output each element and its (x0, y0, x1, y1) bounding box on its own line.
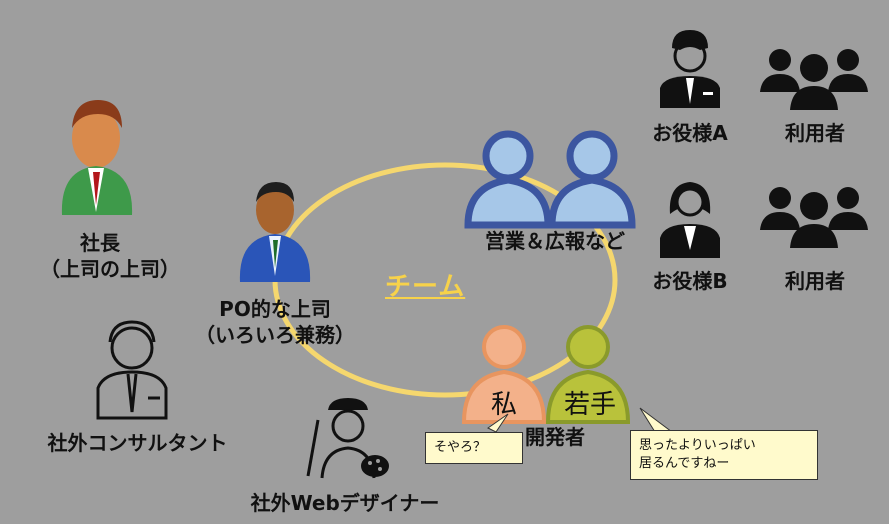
president-icon (61, 100, 133, 215)
users-group-b-icon (760, 187, 868, 248)
speech-tail-me (487, 413, 509, 433)
developer-me-icon (461, 325, 547, 424)
junior-label: 若手 (563, 390, 616, 420)
team-label: チーム (385, 272, 466, 302)
designer-label: 社外Webデザイナー (250, 491, 440, 515)
designer-icon (306, 398, 389, 479)
speech-tail-junior (639, 407, 674, 433)
developers-label: 開発者 (525, 425, 585, 449)
speech-bubble-junior: 思ったよりいっぱい 居るんですねー (630, 430, 818, 480)
client-a-label: お役様A (652, 121, 728, 145)
developer-junior-icon (545, 325, 631, 424)
users-a-label: 利用者 (785, 121, 845, 145)
po-boss-icon (239, 182, 311, 282)
sales-team-icon (464, 130, 636, 229)
po-boss-label: PO的な上司 （いろいろ兼務） (195, 297, 355, 347)
president-label: 社長 （上司の上司） (40, 231, 180, 281)
users-b-label: 利用者 (785, 269, 845, 293)
speech-bubble-me: そやろ？ (425, 432, 523, 464)
consultant-label: 社外コンサルタント (47, 431, 228, 455)
me-label: 私 (490, 390, 517, 420)
consultant-icon (96, 320, 168, 420)
client-b-label: お役様B (652, 269, 728, 293)
client-b-icon (660, 182, 720, 258)
users-group-a-icon (760, 49, 868, 110)
client-a-icon (660, 30, 720, 108)
sales-label: 営業＆広報など (485, 229, 625, 253)
